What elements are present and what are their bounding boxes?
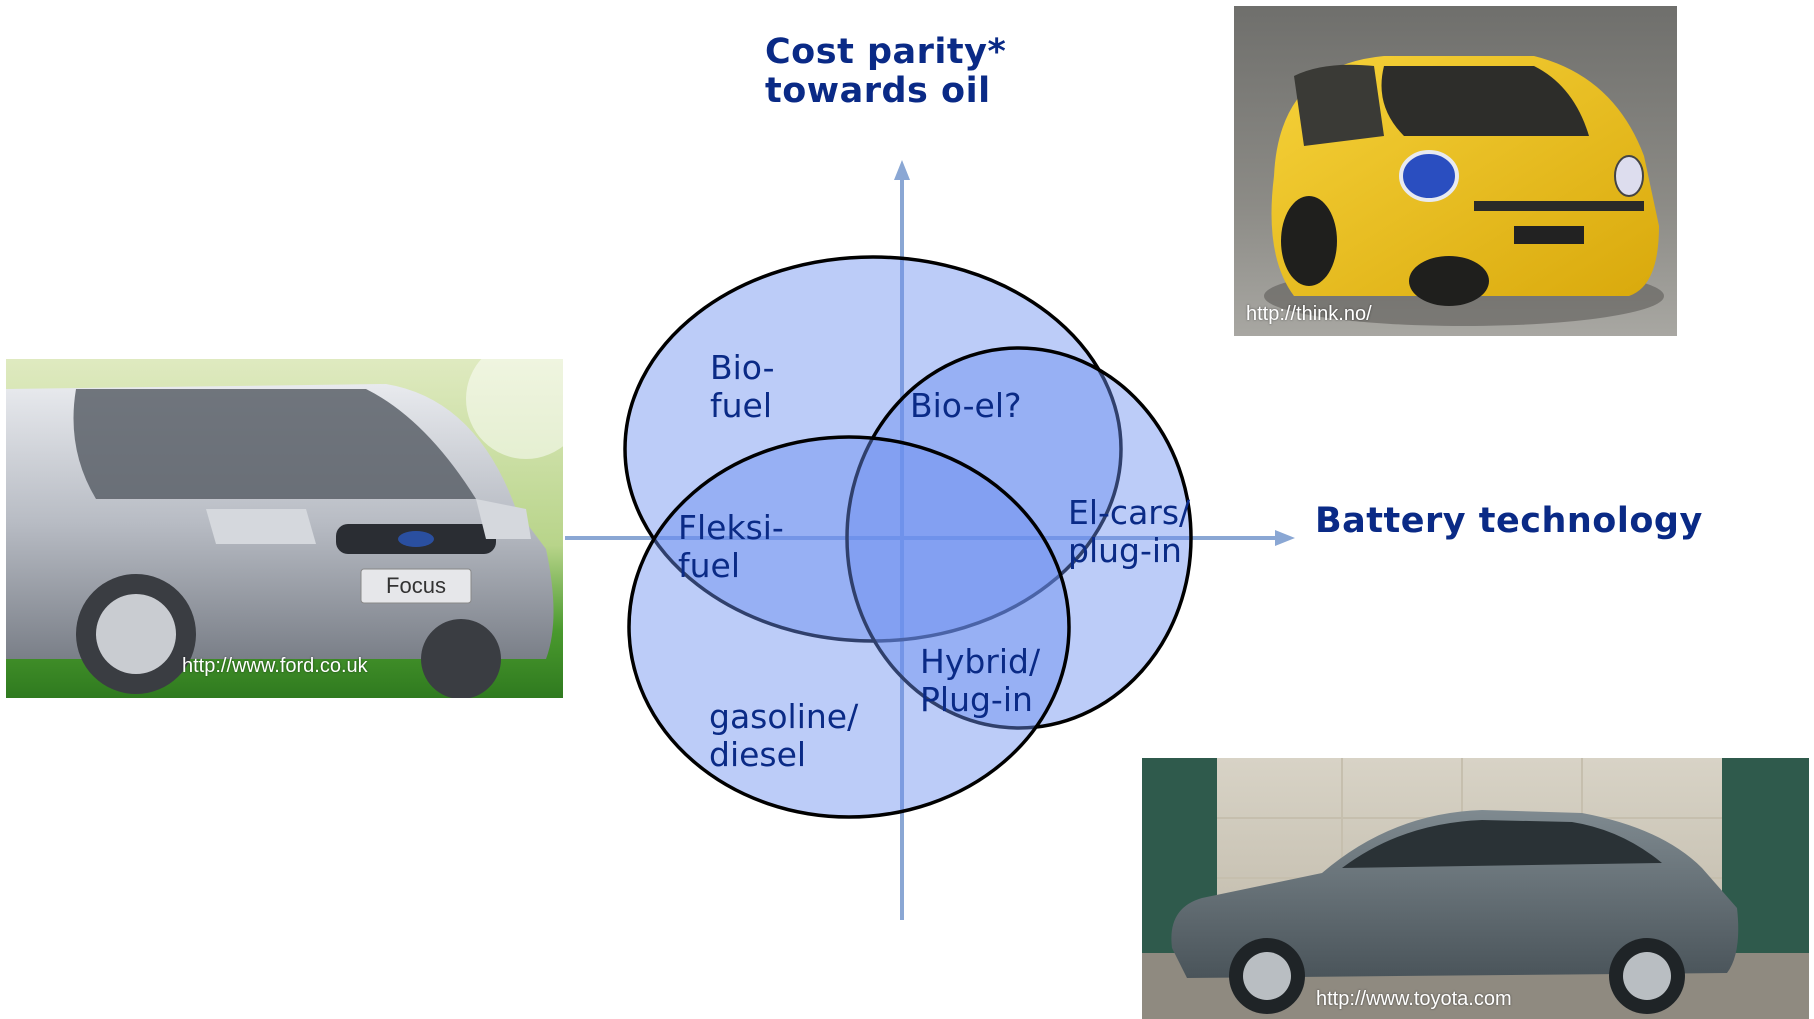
x-axis-title-text: Battery technology [1315,501,1703,541]
toyota-car-image [1142,758,1809,1019]
label-bioel-line1: Bio-el? [910,386,1022,425]
ford-car-image: Focus [6,359,563,698]
label-flexifuel-line2: fuel [678,546,741,585]
label-hybrid-line2: Plug-in [920,680,1033,719]
label-flexifuel-line1: Fleksi- [678,508,784,547]
y-axis-title: Cost parity* towards oil [765,33,1006,111]
label-biofuel-line1: Bio- [710,348,775,387]
label-bioel: Bio-el? [910,387,1022,425]
y-axis-arrow-icon [894,160,910,180]
toyota-credit[interactable]: http://www.toyota.com [1316,988,1512,1010]
think-car-image [1234,6,1677,336]
ford-badge-text: Focus [386,573,446,598]
label-elcars-line2: plug-in [1068,531,1182,570]
label-hybrid: Hybrid/ Plug-in [920,643,1040,719]
circle-combustion [627,435,1071,819]
circle-electric [845,346,1193,730]
venn-circles [623,255,1193,819]
x-axis-arrow-icon [1275,530,1295,546]
label-gasoline-line2: diesel [709,735,807,774]
label-hybrid-line1: Hybrid/ [920,642,1041,681]
label-biofuel-line2: fuel [710,386,773,425]
photo-think-car: http://think.no/ [1234,6,1677,336]
x-axis-title: Battery technology [1315,502,1703,541]
label-flexifuel: Fleksi- fuel [678,509,784,585]
y-axis-title-line2: towards oil [765,71,991,111]
label-gasoline-line1: gasoline/ [709,697,859,736]
label-elcars: El-cars/ plug-in [1068,494,1190,570]
label-biofuel: Bio- fuel [710,349,775,425]
photo-ford-focus: Focus http://www.ford.co.uk [6,359,563,698]
y-axis-title-line1: Cost parity* [765,32,1007,72]
think-credit[interactable]: http://think.no/ [1246,303,1372,325]
photo-toyota-prius: http://www.toyota.com [1142,758,1809,1019]
axes [565,160,1295,920]
label-gasoline: gasoline/ diesel [709,698,858,774]
ford-credit[interactable]: http://www.ford.co.uk [182,655,368,677]
label-elcars-line1: El-cars/ [1068,493,1191,532]
